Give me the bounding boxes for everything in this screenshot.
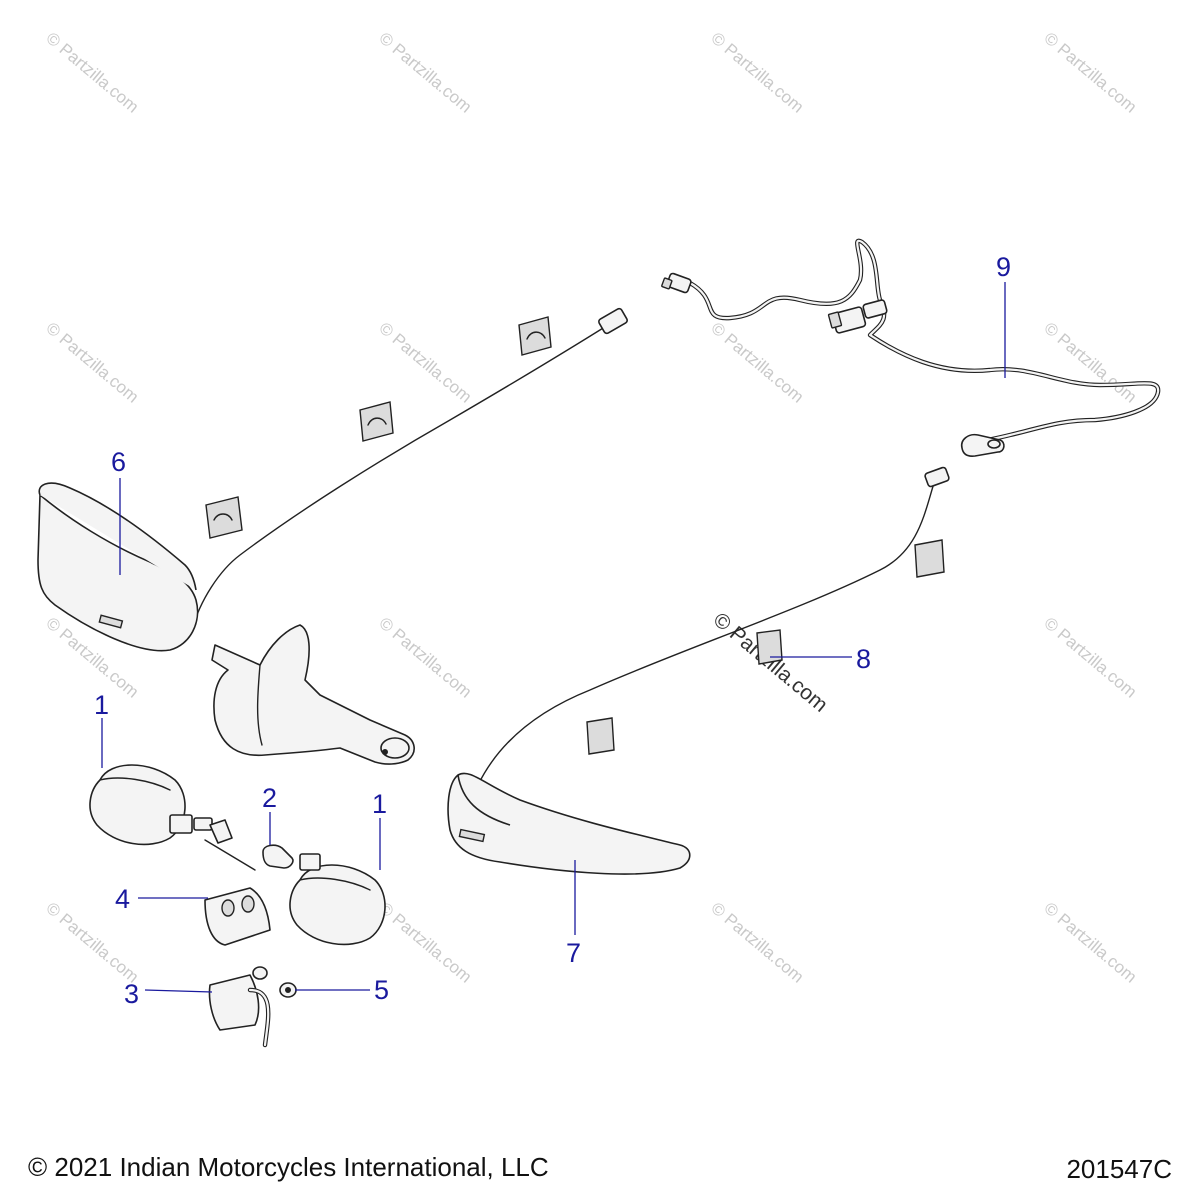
watermark: © Partzilla.com <box>1040 319 1140 407</box>
callout-numbers: 1 1 2 3 4 5 6 7 8 9 <box>94 252 1011 1009</box>
callout-9: 9 <box>996 252 1011 282</box>
bracket-housing <box>211 624 415 765</box>
watermark: © Partzilla.com <box>375 614 475 702</box>
part-1-turn-signal-right <box>289 853 386 946</box>
watermark: © Partzilla.com <box>1040 899 1140 987</box>
watermark: © Partzilla.com <box>707 899 807 987</box>
part-7-right-light-bar <box>447 466 950 875</box>
copyright-notice: © 2021 Indian Motorcycles International,… <box>28 1152 549 1182</box>
callout-3: 3 <box>124 979 139 1009</box>
callout-2: 2 <box>262 783 277 813</box>
drawing-number: 201547C <box>1066 1154 1172 1184</box>
watermark: © Partzilla.com <box>707 319 807 407</box>
callout-8: 8 <box>856 644 871 674</box>
watermark: © Partzilla.com <box>375 319 475 407</box>
callout-1-right: 1 <box>372 789 387 819</box>
part-5-nut <box>279 982 297 998</box>
callout-4: 4 <box>115 884 130 914</box>
watermark: © Partzilla.com <box>42 319 142 407</box>
watermark: © Partzilla.com <box>1040 614 1140 702</box>
part-2-screw <box>262 844 294 869</box>
part-9-wiring-harness <box>661 238 1161 457</box>
part-1-turn-signal-left <box>89 764 256 871</box>
callout-7: 7 <box>566 938 581 968</box>
watermark: © Partzilla.com <box>375 899 475 987</box>
watermark: © Partzilla.com <box>375 29 475 117</box>
part-3-lamp-pigtail <box>208 966 271 1048</box>
part-6-left-light-bar <box>37 307 628 652</box>
watermark: © Partzilla.com <box>707 29 807 117</box>
part-4-lamp-housing <box>204 887 271 946</box>
callout-1-left: 1 <box>94 690 109 720</box>
callout-6: 6 <box>111 447 126 477</box>
watermark: © Partzilla.com <box>42 29 142 117</box>
callout-5: 5 <box>374 975 389 1005</box>
watermark: © Partzilla.com <box>1040 29 1140 117</box>
callout-leaders <box>101 282 1006 993</box>
